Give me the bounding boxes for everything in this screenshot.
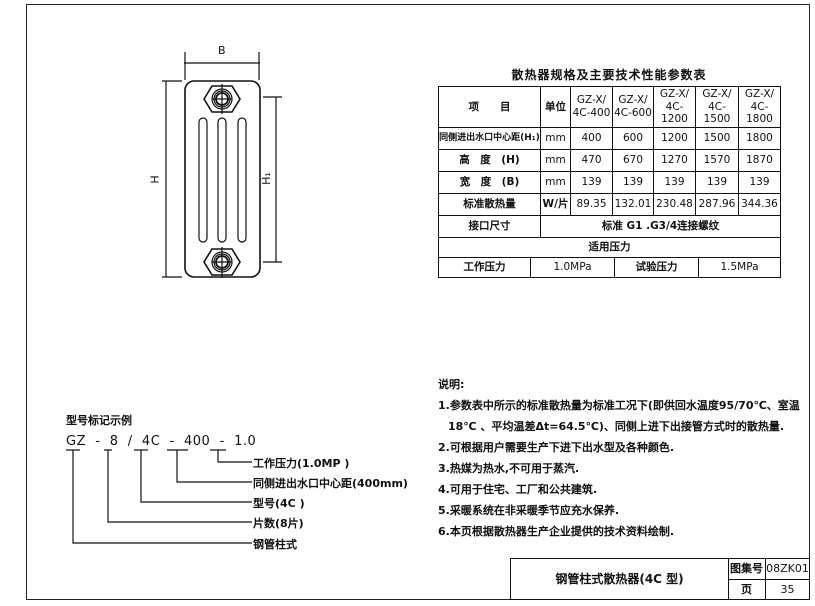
atlas-label: 图集号 <box>728 559 766 580</box>
cell: 139 <box>570 171 613 194</box>
spec-table-title: 散热器规格及主要技术性能参数表 <box>511 68 707 82</box>
note-item: 2.可根据用户需要生产下进下出水型及各种颜色. <box>438 441 675 454</box>
cell: 1270 <box>653 149 696 172</box>
note-item: 5.采暖系统在非采暖季节应充水保养. <box>438 504 620 517</box>
row-label: 接口尺寸 <box>438 215 541 238</box>
connection-row: 接口尺寸 标准 G1 .G3/4连接螺纹 <box>438 215 781 238</box>
cell: 600 <box>612 127 654 150</box>
cell: 89.35 <box>570 193 613 216</box>
cell: 132.01 <box>612 193 654 216</box>
cell: 470 <box>570 149 613 172</box>
dimension-h1-label: H₁ <box>259 172 273 185</box>
legend-label-type: 型号(4C ) <box>253 497 305 510</box>
bottom-connector <box>203 247 241 278</box>
table-row: 高 度 (H) mm 470 670 1270 1570 1870 <box>438 149 781 172</box>
drawing-frame <box>26 4 810 600</box>
cell: 1570 <box>695 149 739 172</box>
top-connector <box>203 84 241 114</box>
legend-label-distance: 同侧进出水口中心距(400mm) <box>253 477 408 490</box>
legend-label-sections: 片数(8片) <box>253 517 304 530</box>
legend-leaders <box>66 449 252 544</box>
cell: 287.96 <box>695 193 739 216</box>
note-item: 18℃ 、平均温差Δt=64.5℃)、同侧上进下出接管方式时的散热量. <box>448 420 785 433</box>
table-row: 标准散热量 W/片 89.35 132.01 230.48 287.96 344… <box>438 193 781 216</box>
table-header-row: 项 目 单位 GZ-X/4C-400 GZ-X/4C-600 GZ-X/4C-1… <box>438 86 781 128</box>
cell: 139 <box>653 171 696 194</box>
notes-title: 说明: <box>438 378 465 391</box>
row-label: 同侧进出水口中心距(H₁) <box>438 127 541 150</box>
header-model: GZ-X/4C-1500 <box>695 86 739 128</box>
title-block: 钢管柱式散热器(4C 型) 图集号 08ZK01 页 35 <box>510 558 810 600</box>
work-pressure-label: 工作压力 <box>439 258 531 277</box>
header-model: GZ-X/4C-600 <box>612 86 654 128</box>
cell: 1800 <box>738 127 781 150</box>
row-unit: W/片 <box>540 193 571 216</box>
cell: 1870 <box>738 149 781 172</box>
cell: 139 <box>738 171 781 194</box>
atlas-number: 08ZK01 <box>766 559 809 580</box>
connection-value: 标准 G1 .G3/4连接螺纹 <box>540 215 781 238</box>
dimension-b-label: B <box>218 44 226 57</box>
dimension-h-label: H <box>148 175 162 184</box>
row-label: 高 度 (H) <box>438 149 541 172</box>
row-unit: mm <box>540 149 571 172</box>
header-model: GZ-X/4C-1800 <box>738 86 781 128</box>
cell: 344.36 <box>738 193 781 216</box>
cell: 670 <box>612 149 654 172</box>
work-pressure-value: 1.0MPa <box>531 258 615 277</box>
page-number: 35 <box>780 583 795 596</box>
test-pressure-label: 试验压力 <box>615 258 699 277</box>
header-unit: 单位 <box>540 86 571 128</box>
row-unit: mm <box>540 171 571 194</box>
legend-label-pressure: 工作压力(1.0MP ) <box>253 457 350 470</box>
page-label: 页 <box>728 580 766 599</box>
header-model: GZ-X/4C-1200 <box>653 86 696 128</box>
header-model: GZ-X/4C-400 <box>570 86 613 128</box>
pressure-row: 工作压力 1.0MPa 试验压力 1.5MPa <box>438 257 781 278</box>
cell: 139 <box>695 171 739 194</box>
pressure-header-row: 适用压力 <box>438 237 781 258</box>
cell: 1500 <box>695 127 739 150</box>
drawing-title: 钢管柱式散热器(4C 型) <box>511 559 729 599</box>
test-pressure-value: 1.5MPa <box>720 261 759 273</box>
note-item: 1.参数表中所示的标准散热量为标准工况下(即供回水温度95/70℃、室温 <box>438 399 800 412</box>
note-item: 4.可用于住宅、工厂和公共建筑. <box>438 483 598 496</box>
legend-label-material: 钢管柱式 <box>253 538 297 551</box>
table-row: 宽 度 (B) mm 139 139 139 139 139 <box>438 171 781 194</box>
header-item: 项 目 <box>438 86 541 128</box>
note-item: 3.热媒为热水,不可用于蒸汽. <box>438 462 580 475</box>
model-code: GZ - 8 / 4C - 400 - 1.0 <box>66 434 257 449</box>
notes: 说明: 1.参数表中所示的标准散热量为标准工况下(即供回水温度95/70℃、室温… <box>438 374 800 542</box>
legend-title: 型号标记示例 <box>66 414 132 427</box>
spec-table: 项 目 单位 GZ-X/4C-400 GZ-X/4C-600 GZ-X/4C-1… <box>438 86 781 278</box>
cell: 400 <box>570 127 613 150</box>
row-label: 标准散热量 <box>438 193 541 216</box>
row-unit: mm <box>540 127 571 150</box>
cell: 1200 <box>653 127 696 150</box>
row-label: 宽 度 (B) <box>438 171 541 194</box>
note-item: 6.本页根据散热器生产企业提供的技术资料绘制. <box>438 525 675 538</box>
table-row: 同侧进出水口中心距(H₁) mm 400 600 1200 1500 1800 <box>438 127 781 150</box>
pressure-header: 适用压力 <box>438 237 781 258</box>
cell: 230.48 <box>653 193 696 216</box>
cell: 139 <box>612 171 654 194</box>
